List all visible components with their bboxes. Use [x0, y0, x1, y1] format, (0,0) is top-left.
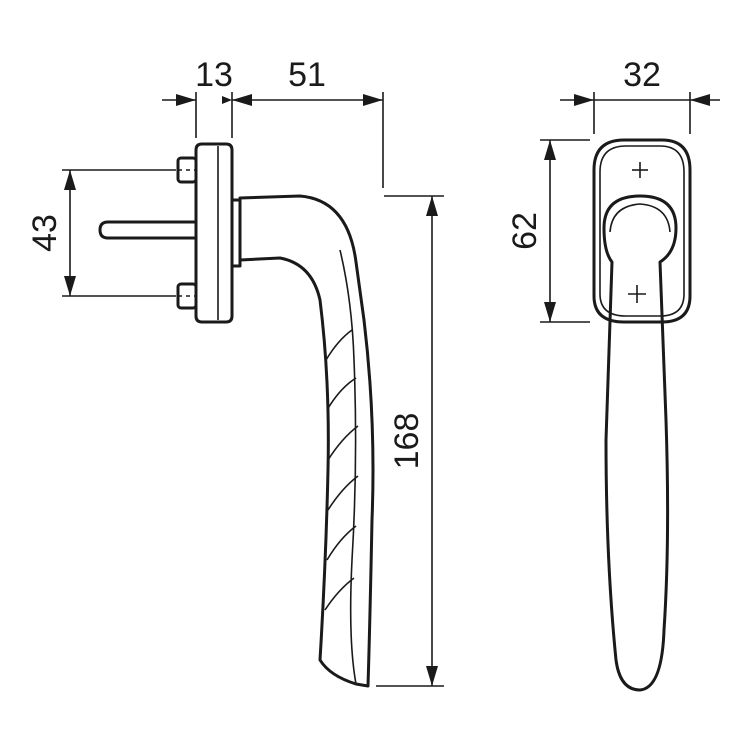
handle-lever-front: [602, 194, 678, 692]
dimensions: 13 51 43 168 32 62: [26, 56, 720, 687]
rose-plate-front: [592, 138, 692, 324]
spindle: [98, 220, 198, 240]
handle-neck: [230, 198, 242, 268]
side-view: [98, 142, 375, 688]
dim-rose-depth: 13: [195, 56, 233, 94]
dim-handle-projection: 51: [288, 56, 326, 94]
handle-front-collar: [609, 203, 671, 233]
dim-rose-width: 32: [623, 56, 661, 94]
screw-top: [176, 156, 198, 184]
front-view: [592, 138, 692, 692]
lever-inner-contour: [339, 249, 357, 685]
grip-ridges: [324, 329, 359, 611]
screw-bottom: [176, 282, 198, 310]
dim-rose-height: 62: [506, 212, 544, 250]
handle-lever-side: [238, 194, 375, 688]
dim-screw-spacing: 43: [26, 214, 64, 252]
screw-mark-top: [632, 162, 648, 178]
rose-plate: [194, 142, 234, 324]
dim-handle-length: 168: [388, 413, 426, 470]
rose-plate-inner: [599, 145, 685, 317]
screw-mark-bottom: [628, 285, 646, 303]
